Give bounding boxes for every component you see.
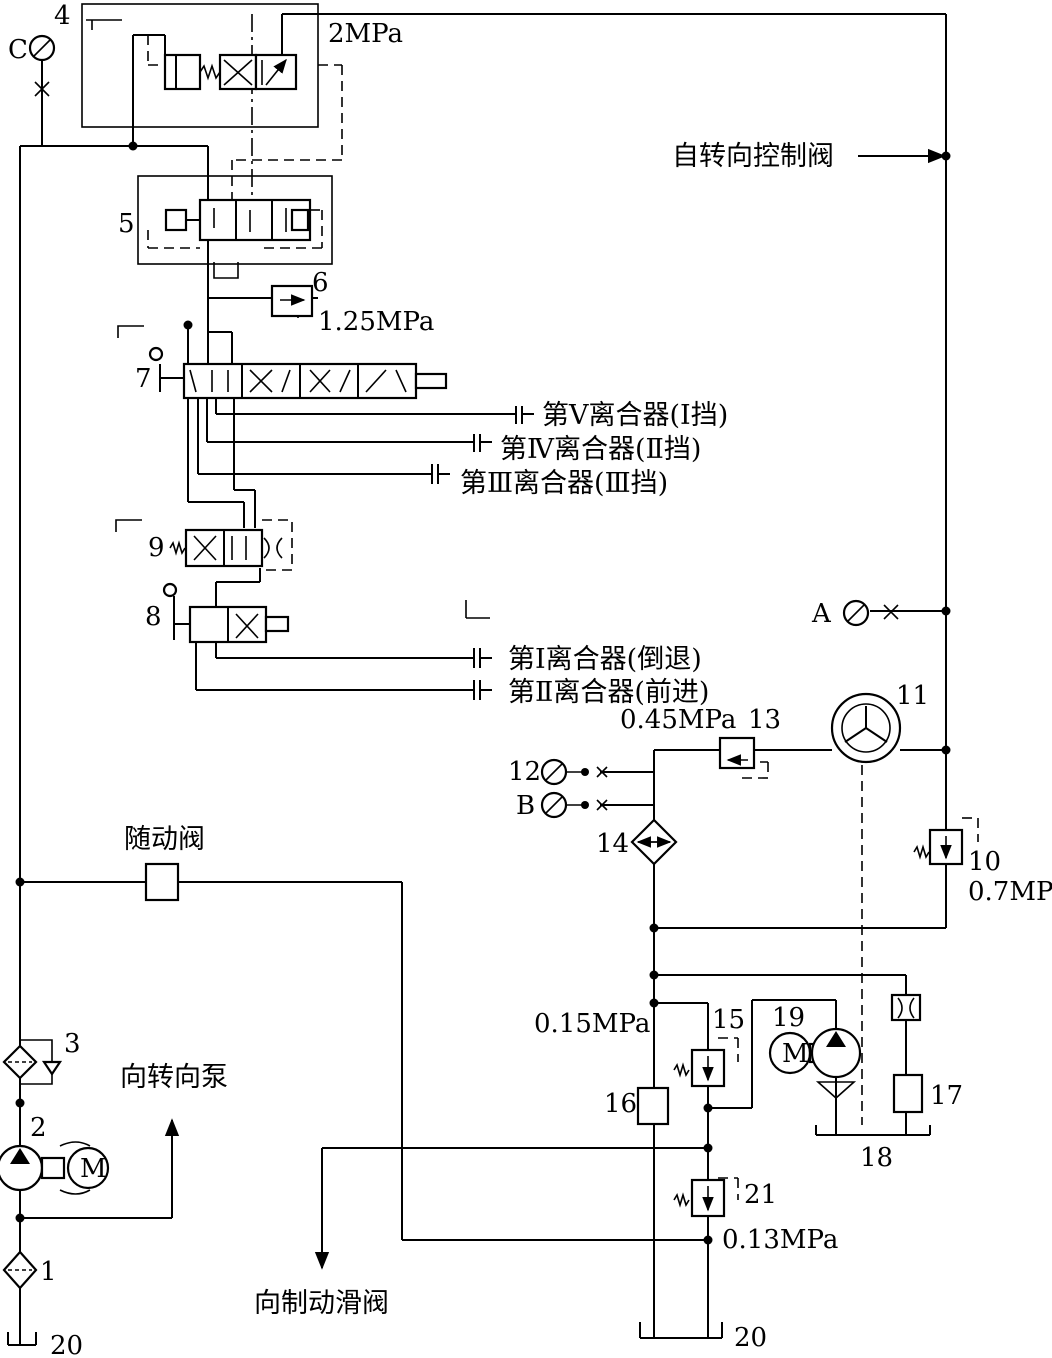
valve-9 — [115, 519, 293, 571]
pilot-lines — [147, 14, 979, 1200]
clutch-4-label: 第Ⅳ离合器(Ⅱ挡) — [500, 434, 701, 465]
gauge-12 — [540, 758, 608, 786]
pressure-0-13mpa: 0.13MPa — [722, 1225, 838, 1255]
to-brake-valve-label: 向制动滑阀 — [254, 1288, 389, 1319]
label-18: 18 — [860, 1143, 893, 1173]
valve-10 — [913, 828, 964, 866]
motor-m-label: M — [80, 1154, 107, 1184]
clutch-2-label: 第Ⅱ离合器(前进) — [508, 677, 709, 708]
label-gauge-c: C — [8, 35, 28, 65]
servo-valve-label: 随动阀 — [124, 824, 205, 855]
pressure-1-25mpa: 1.25MPa — [318, 307, 434, 337]
filter-1 — [2, 1250, 38, 1290]
valve-8 — [162, 582, 490, 644]
pressure-0-45mpa: 0.45MPa — [620, 705, 736, 735]
valve-13 — [718, 736, 756, 770]
label-14: 14 — [596, 829, 629, 859]
label-9: 9 — [148, 533, 165, 563]
pressure-0-7mpa: 0.7MPa — [968, 877, 1052, 907]
label-5: 5 — [118, 209, 135, 239]
to-steering-pump-label: 向转向泵 — [120, 1062, 228, 1093]
orifice-17 — [890, 993, 924, 1114]
gauge-a — [842, 599, 899, 627]
label-19: 19 — [772, 1003, 805, 1033]
label-1: 1 — [40, 1257, 57, 1287]
label-12: 12 — [508, 757, 541, 787]
filter-3 — [2, 1039, 63, 1085]
text-labels: 4 C 2MPa 自转向控制阀 5 6 1.25MPa 7 第Ⅴ离合器(Ⅰ挡) … — [8, 1, 1052, 1358]
clutch-5-label: 第Ⅴ离合器(Ⅰ挡) — [542, 400, 728, 431]
label-20-right: 20 — [734, 1323, 767, 1353]
clutch-3-label: 第Ⅲ离合器(Ⅲ挡) — [460, 468, 668, 499]
label-13: 13 — [748, 705, 781, 735]
label-2: 2 — [30, 1113, 47, 1143]
label-20-left: 20 — [50, 1331, 83, 1358]
label-gauge-a: A — [811, 599, 832, 629]
junction-dots — [15, 141, 951, 1245]
pump-2 — [0, 1141, 110, 1195]
valve-4-group — [81, 3, 319, 128]
pipe-network — [7, 13, 947, 1346]
label-8: 8 — [145, 602, 162, 632]
label-3: 3 — [64, 1029, 81, 1059]
gauge-b — [540, 791, 608, 819]
clutch-symbols — [431, 406, 534, 700]
self-steering-label: 自转向控制阀 — [672, 141, 834, 172]
pressure-0-15mpa: 0.15MPa — [534, 1009, 650, 1039]
valve-15 — [673, 1048, 726, 1088]
label-17: 17 — [930, 1081, 963, 1111]
label-6: 6 — [312, 268, 329, 298]
valve-5 — [137, 175, 333, 279]
valve-7 — [117, 325, 448, 400]
label-16: 16 — [604, 1089, 637, 1119]
label-7: 7 — [135, 364, 152, 394]
motor-m2-label: M — [782, 1039, 809, 1069]
label-15: 15 — [712, 1005, 745, 1035]
pump-19 — [768, 1027, 862, 1100]
cooler-14 — [630, 818, 678, 866]
label-4: 4 — [54, 1, 71, 31]
element-16 — [636, 1086, 670, 1126]
label-10: 10 — [968, 847, 1001, 877]
valve-6 — [270, 284, 314, 318]
label-21: 21 — [744, 1180, 777, 1210]
steering-unit-11 — [830, 692, 902, 764]
pressure-2mpa: 2MPa — [328, 19, 403, 49]
follower-valve — [144, 862, 180, 902]
label-gauge-b: B — [516, 791, 535, 821]
valve-21 — [673, 1178, 726, 1218]
clutch-1-label: 第Ⅰ离合器(倒退) — [508, 644, 702, 675]
gauge-c — [28, 34, 56, 97]
label-11: 11 — [896, 681, 929, 711]
